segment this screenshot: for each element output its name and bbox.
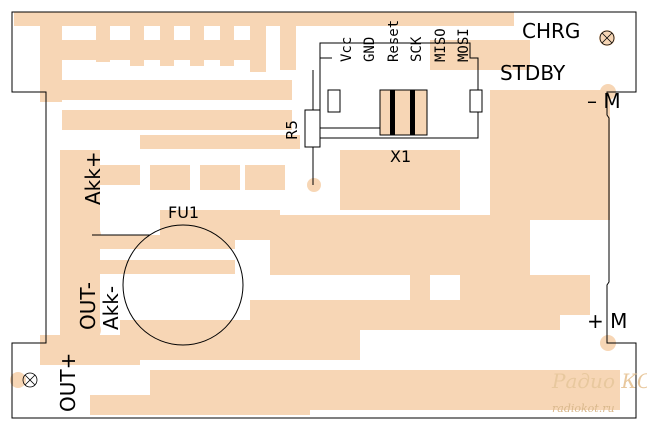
board-outline <box>11 11 637 419</box>
resistor-r5 <box>304 70 380 185</box>
label-r5: R5 <box>283 120 301 140</box>
connector-thick-bars <box>390 90 415 135</box>
label-out-plus: OUT+ <box>56 353 80 412</box>
label-minus-m: – M <box>587 89 621 113</box>
label-x1: X1 <box>390 147 411 166</box>
pin-label-mosi: MOSI <box>456 28 472 62</box>
label-chrg: CHRG <box>522 19 580 43</box>
pin-label-sck: SCK <box>409 36 425 62</box>
label-out-minus: OUT- <box>76 282 100 330</box>
label-stdby: STDBY <box>500 61 566 85</box>
watermark: Радио КОТ radiokot.ru <box>551 369 647 415</box>
watermark-title: Радио КОТ <box>551 369 647 393</box>
mounting-hole-top-right <box>599 30 615 46</box>
label-plus-m: + M <box>587 309 627 333</box>
label-akk-plus: Akk+ <box>81 151 105 205</box>
connector-pin-labels: Vcc GND Reset SCK MISO MOSI <box>339 20 472 62</box>
mounting-hole-bottom-left <box>22 372 38 388</box>
label-fu1: FU1 <box>168 203 199 222</box>
watermark-url: radiokot.ru <box>552 402 615 415</box>
fuse-fu1 <box>92 224 244 346</box>
label-akk-minus: Akk- <box>99 286 123 330</box>
pin-label-miso: MISO <box>433 28 449 62</box>
pin-label-vcc: Vcc <box>339 37 355 62</box>
copper-layer <box>10 12 620 415</box>
connector-pads <box>327 89 483 136</box>
pin-label-gnd: GND <box>362 37 378 62</box>
pin-label-reset: Reset <box>386 20 402 62</box>
